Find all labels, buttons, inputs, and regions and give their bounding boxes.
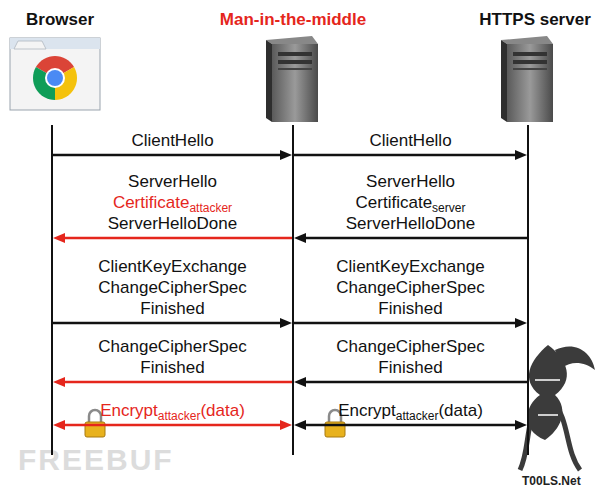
lifeline (51, 125, 53, 455)
emblem-tail (520, 400, 580, 470)
browser-icon (10, 38, 100, 110)
emblem-wing (555, 346, 595, 370)
drive-slot (278, 60, 312, 64)
watermark: FREEBUF (18, 443, 174, 477)
server-tower (266, 36, 318, 122)
message-label: ServerHello Certificateserver ServerHell… (346, 171, 475, 234)
lifeline (292, 125, 294, 455)
message-label: Encryptattacker(data) (100, 400, 245, 421)
tower-top (501, 36, 553, 44)
message-label: ServerHello Certificateattacker ServerHe… (108, 171, 237, 234)
watermark: T00LS.Net (522, 474, 581, 488)
participant-name: Browser (26, 10, 94, 30)
message-arrow (300, 381, 527, 384)
dragon-emblem (520, 345, 595, 470)
browser-tab (14, 41, 46, 49)
browser-titlebar (10, 38, 100, 49)
drive-slot (278, 52, 312, 56)
message-arrow (294, 322, 521, 325)
message-label: Encryptattacker(data) (338, 400, 483, 421)
participant-name: HTTPS server (479, 10, 591, 30)
participant-lane: Browser (51, 10, 53, 455)
tower-front (507, 44, 553, 122)
drive-slot (513, 52, 547, 56)
lifeline (527, 125, 529, 455)
server-tower (501, 36, 553, 122)
message-arrow (59, 381, 292, 384)
emblem-detail (535, 380, 560, 415)
message-arrow (53, 322, 286, 325)
tower-top (266, 36, 318, 44)
message-label: ChangeCipherSpec Finished (336, 336, 484, 378)
participant-lane: Man-in-the-middle (292, 10, 294, 455)
chrome-logo-center (47, 70, 63, 86)
message-arrow (59, 424, 286, 427)
chrome-logo-ring (45, 68, 65, 88)
tower-side (266, 40, 272, 122)
browser-window (10, 38, 100, 110)
message-arrow (294, 154, 521, 157)
participant-name: Man-in-the-middle (220, 10, 366, 30)
message-label: ClientHello (131, 130, 213, 151)
tower-side (501, 40, 507, 122)
message-arrow (300, 424, 521, 427)
drive-slot (513, 68, 547, 70)
drive-slot (513, 60, 547, 64)
message-label: ChangeCipherSpec Finished (98, 336, 246, 378)
tower-front (272, 44, 318, 122)
message-label: ClientHello (369, 130, 451, 151)
message-label: ClientKeyExchange ChangeCipherSpec Finis… (336, 256, 484, 319)
padlock-shackle (89, 410, 101, 422)
message-arrow (300, 237, 527, 240)
participant-lane: HTTPS server (527, 10, 529, 455)
message-label: ClientKeyExchange ChangeCipherSpec Finis… (98, 256, 246, 319)
message-arrow (53, 154, 286, 157)
message-arrow (59, 237, 292, 240)
drive-slot (278, 68, 312, 70)
